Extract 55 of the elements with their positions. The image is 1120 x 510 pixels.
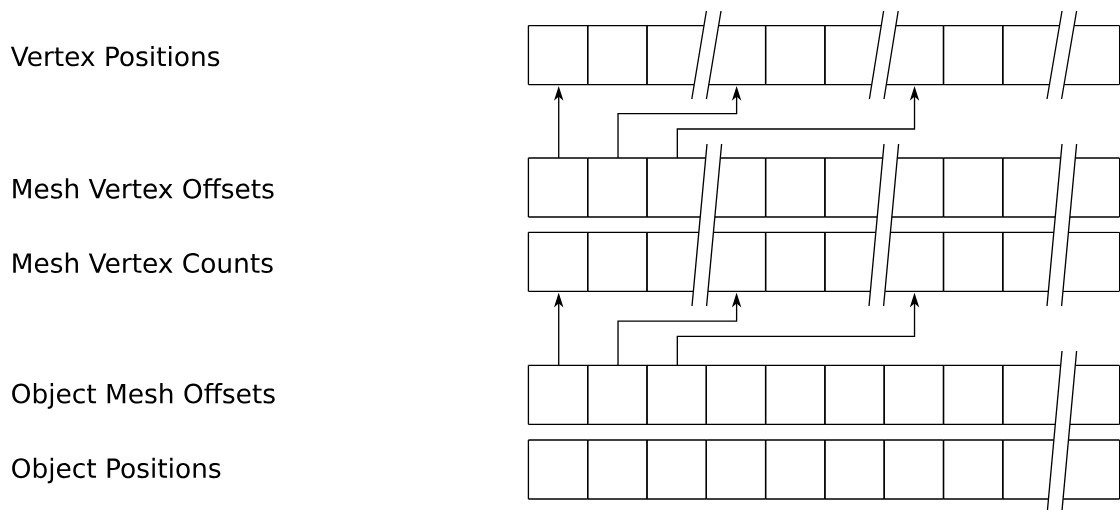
array-cell (646, 364, 707, 426)
array-cell (764, 24, 826, 86)
array-cell (705, 364, 767, 426)
array-cell (824, 231, 877, 292)
array-cell (705, 439, 767, 500)
array-cell (824, 364, 885, 426)
row-label: Mesh Vertex Offsets (13, 178, 274, 199)
row-label: Object Mesh Offsets (12, 383, 275, 409)
array-cell (527, 157, 589, 218)
array-cell (883, 364, 945, 426)
array-cell (527, 24, 589, 86)
array-cell (1062, 231, 1120, 292)
array-cell (1002, 439, 1055, 500)
array-cell (764, 364, 826, 426)
array-cell (884, 231, 945, 292)
array-cell (587, 364, 648, 426)
array-cell (527, 364, 589, 426)
array-cell (1002, 364, 1062, 426)
array-cell (942, 364, 1004, 426)
array-cell (587, 24, 648, 86)
array-cell (1002, 231, 1055, 292)
array-cell (1002, 157, 1062, 218)
array-cell (708, 24, 767, 86)
array-cell (942, 24, 1004, 86)
row-label: Object Positions (12, 457, 221, 484)
array-cell (646, 231, 700, 292)
array-cell (824, 157, 884, 218)
array-cell (707, 231, 767, 292)
array-cell (527, 439, 589, 500)
array-cell (646, 439, 707, 500)
array-cell (942, 157, 1004, 218)
array-cell (942, 439, 1004, 500)
array-cell (1063, 24, 1120, 86)
array-cell (942, 231, 1004, 292)
array-cell (824, 24, 882, 86)
array-cell (1002, 24, 1061, 86)
array-cell (714, 157, 767, 218)
array-cell (885, 24, 945, 86)
row-label: Mesh Vertex Counts (13, 252, 273, 273)
array-cell (646, 24, 705, 86)
array-cell (764, 231, 826, 292)
array-cell (646, 157, 707, 218)
array-cell (587, 439, 648, 500)
row-label: Vertex Positions (10, 45, 220, 67)
array-cell (883, 439, 945, 500)
array-cell (891, 157, 945, 218)
array-cell (764, 439, 826, 500)
array-cell (587, 157, 648, 218)
array-cell (587, 231, 648, 292)
array-cell (764, 157, 826, 218)
array-cell (527, 231, 589, 292)
array-cell (1062, 439, 1120, 500)
array-cell (1069, 157, 1120, 218)
array-cell (824, 439, 885, 500)
array-cell (1069, 364, 1120, 426)
